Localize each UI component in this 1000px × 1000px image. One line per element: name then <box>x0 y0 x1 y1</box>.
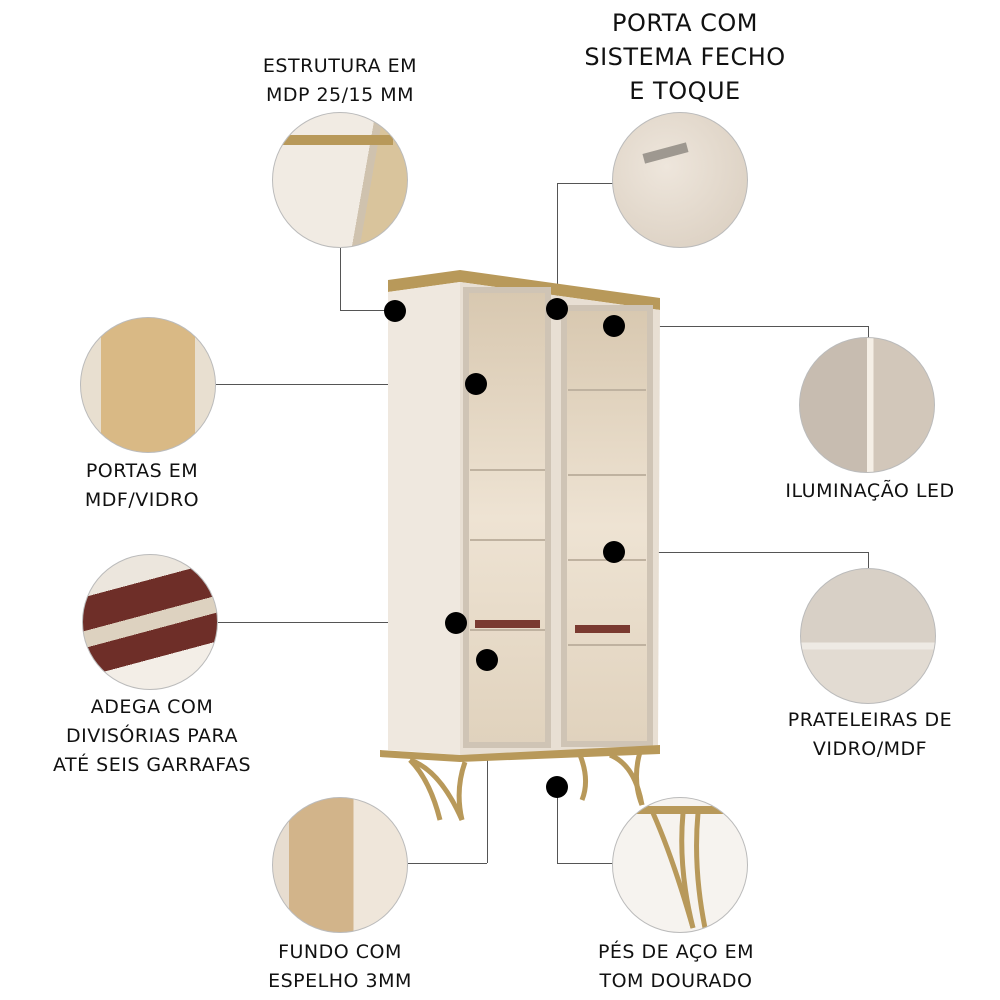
connector-line <box>614 326 868 327</box>
detail-fundo-image <box>272 797 408 933</box>
detail-prateleiras-image <box>800 568 936 704</box>
connector-line <box>557 183 558 309</box>
callout-dot <box>603 315 625 337</box>
detail-portas-image <box>80 317 216 453</box>
callout-dot <box>546 298 568 320</box>
label-led: ILUMINAÇÃO LED <box>785 480 955 502</box>
connector-line <box>868 326 869 338</box>
callout-dot <box>445 612 467 634</box>
detail-adega-image <box>82 554 218 690</box>
connector-line <box>340 310 395 311</box>
connector-line <box>216 384 476 385</box>
connector-line <box>340 248 341 310</box>
connector-line <box>557 183 613 184</box>
detail-pes-image <box>612 797 748 933</box>
detail-estrutura-image <box>272 112 408 248</box>
connector-line <box>557 863 613 864</box>
callout-dot <box>384 300 406 322</box>
detail-porta-image <box>612 112 748 248</box>
detail-led-image <box>799 337 935 473</box>
connector-line <box>614 552 868 553</box>
connector-line <box>408 863 487 864</box>
callout-dot <box>465 373 487 395</box>
callout-dot <box>603 541 625 563</box>
connector-line <box>487 660 488 863</box>
connector-line <box>557 787 558 863</box>
connector-line <box>218 622 456 623</box>
connector-line <box>868 552 869 568</box>
callout-dot <box>476 649 498 671</box>
callout-dot <box>546 776 568 798</box>
